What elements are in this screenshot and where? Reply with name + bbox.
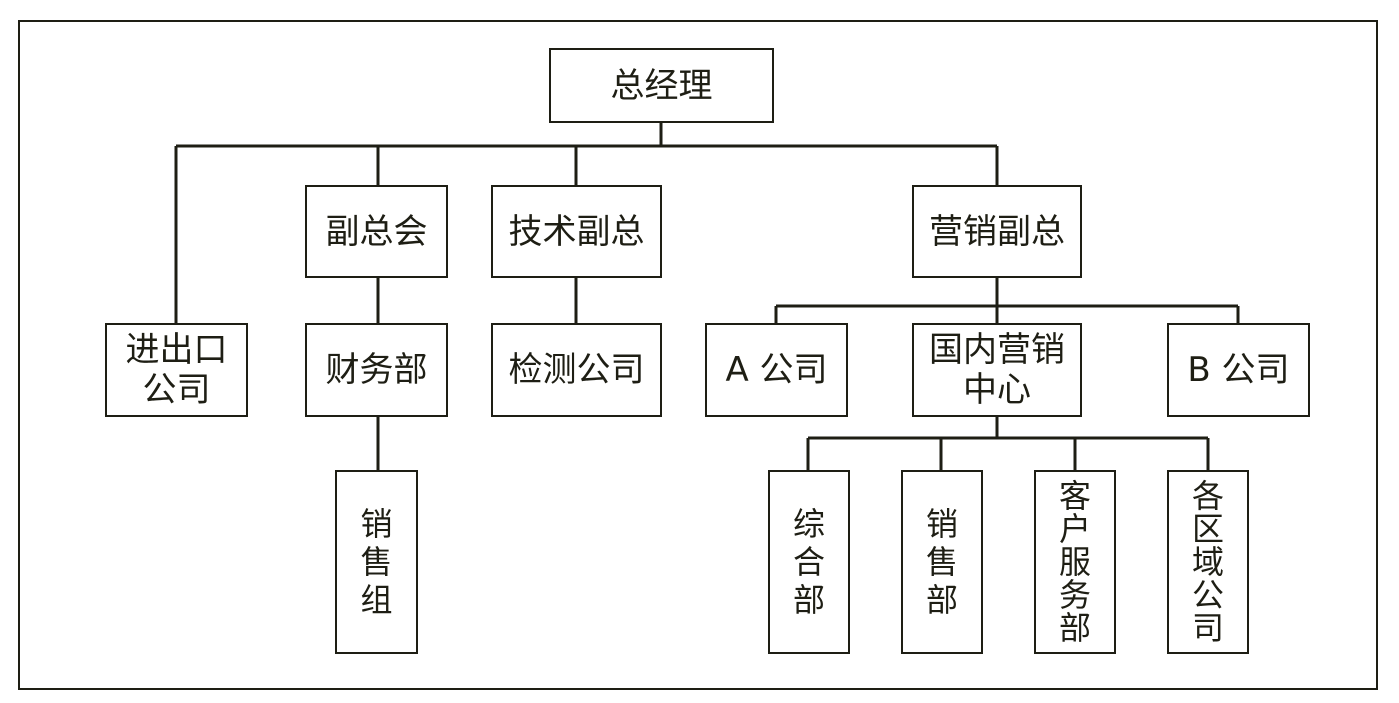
node-sales-group: 销售组 bbox=[335, 470, 418, 654]
node-company-b: B 公司 bbox=[1167, 323, 1310, 417]
node-regional: 各区域公司 bbox=[1167, 470, 1249, 654]
node-import-export: 进出口 公司 bbox=[105, 323, 248, 417]
node-regional-label: 各区域公司 bbox=[1191, 476, 1224, 647]
node-domestic-center-label: 国内营销 中心 bbox=[929, 330, 1065, 410]
node-testing: 检测公司 bbox=[491, 323, 662, 417]
node-sales-dept-label: 销售部 bbox=[925, 505, 958, 619]
node-ceo: 总经理 bbox=[549, 48, 774, 123]
node-import-export-label: 进出口 公司 bbox=[125, 330, 228, 410]
node-customer-service-label: 客户服务部 bbox=[1058, 476, 1091, 647]
node-domestic-center: 国内营销 中心 bbox=[912, 323, 1082, 417]
node-company-a: A 公司 bbox=[705, 323, 848, 417]
node-sales-dept: 销售部 bbox=[901, 470, 983, 654]
diagram-frame bbox=[18, 20, 1378, 690]
node-general-dept-label: 综合部 bbox=[792, 505, 825, 619]
node-vp-accounting: 副总会 bbox=[305, 185, 448, 278]
node-vp-technology: 技术副总 bbox=[491, 185, 662, 278]
node-vp-marketing: 营销副总 bbox=[912, 185, 1082, 278]
node-sales-group-label: 销售组 bbox=[360, 505, 393, 619]
node-finance: 财务部 bbox=[305, 323, 448, 417]
node-customer-service: 客户服务部 bbox=[1034, 470, 1116, 654]
node-general-dept: 综合部 bbox=[768, 470, 850, 654]
